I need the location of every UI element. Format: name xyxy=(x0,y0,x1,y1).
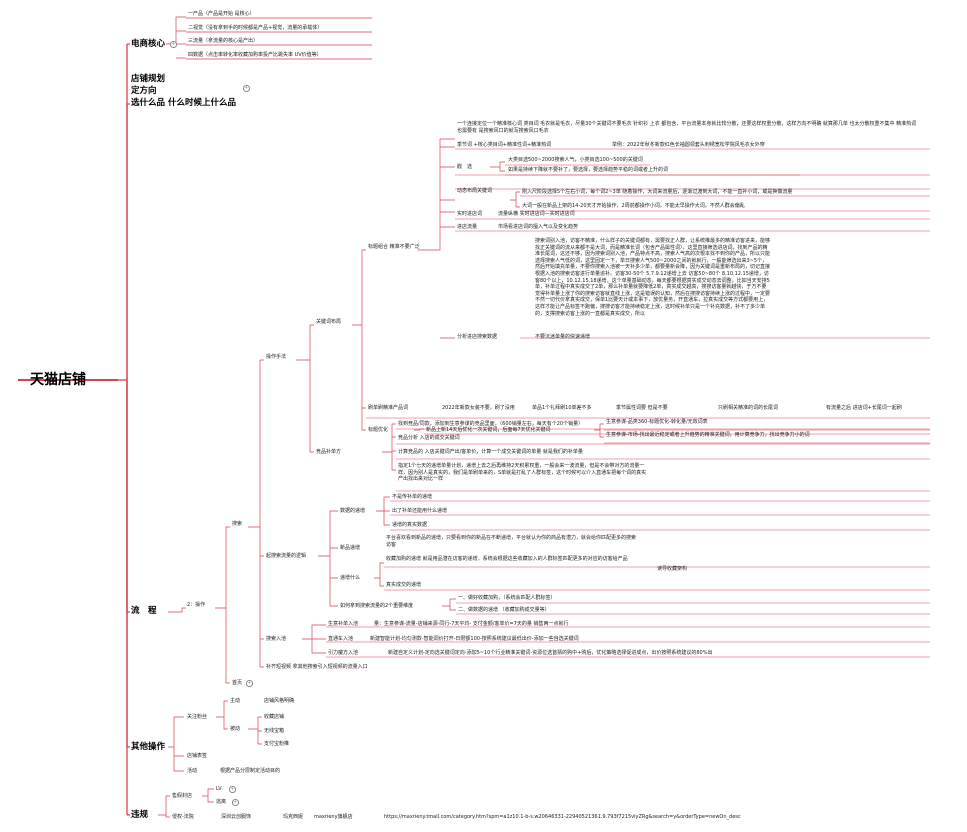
flow-new-inc-note[interactable]: 平台喜欢看到新品的递增，只要看到你的新品在不断递增，平台就认为你的商品有潜力，就… xyxy=(386,535,637,548)
flow-daily-label[interactable]: 戳 选 xyxy=(457,164,473,170)
expand-toggle-icon[interactable]: + xyxy=(246,680,253,687)
other-passive[interactable]: 被动 xyxy=(230,726,241,732)
flow-split-1[interactable]: 2022年新款女装不要，刷了没用 xyxy=(442,405,515,411)
flow-data-inc[interactable]: 数据的递增 xyxy=(340,508,366,514)
core-item-4[interactable]: 四数据（点击率转化率收藏加购率投产比跳失率 UV价值等） xyxy=(188,52,322,58)
flow-analysis[interactable]: 分析进店搜索数据 xyxy=(457,334,498,340)
flow-inc-what[interactable]: 递增什么 xyxy=(340,575,361,581)
flow-visitor-note[interactable]: 市场看进店词的擅入气以及变化趋势 xyxy=(498,224,579,230)
branch-shop-planning-3[interactable]: 选什么品 什么时候上什么品 xyxy=(131,98,236,108)
flow-video[interactable]: 补齐短视频 拿其他搜索引入短视频的流量入口 xyxy=(266,664,368,670)
expand-toggle-icon[interactable]: + xyxy=(243,85,250,92)
branch-shop-planning-2[interactable]: 定方向 xyxy=(131,86,157,96)
other-active[interactable]: 主动 xyxy=(230,698,241,704)
flow-inc-real[interactable]: 真实成交的递增 xyxy=(386,582,422,588)
vio-url[interactable]: https://maxrieny.tmall.com/category.htm?… xyxy=(384,814,741,820)
flow-visitor[interactable]: 进店流量 xyxy=(457,224,478,230)
other-active-item[interactable]: 店铺风格明确 xyxy=(264,698,295,704)
core-item-1[interactable]: 一产品（产品是开始 是核心） xyxy=(188,11,255,17)
flow-search-logic[interactable]: 起搜索流量的逻辑 xyxy=(266,553,307,559)
flow-dynamic[interactable]: 动态布局关键词 xyxy=(457,188,493,194)
flow-home[interactable]: 首页 xyxy=(232,680,243,686)
flow-search-entry-note[interactable]: 量：生意参谋-流量-店铺来源-同行-7天平均- 支付金额/客单价=7天的量 销售… xyxy=(374,621,569,627)
flow-title-opt-2[interactable]: 生意参谋-市场-找出最近稳定或者上升趋势的精准关键词，用计算竞争力，找出竞争力小… xyxy=(606,432,810,438)
branch-process[interactable]: 流 程 xyxy=(131,606,157,616)
core-item-2[interactable]: 二视觉（没有拿到手的时候都是产品+视觉，流量的承载体） xyxy=(188,25,323,31)
branch-violation[interactable]: 违规 xyxy=(131,810,149,820)
expand-toggle-icon[interactable]: + xyxy=(232,799,239,806)
flow-skills[interactable]: 操作手法 xyxy=(266,354,287,360)
other-passive-3[interactable]: 支付宝粉推 xyxy=(264,741,290,747)
flow-compete-1[interactable]: 找到竞品/同款，添加到生意参谋的竞品里面，（600销量左右，每天有个20个销量） xyxy=(398,421,584,427)
flow-inc-what-side[interactable]: 读导收藏架构 xyxy=(657,566,688,572)
core-item-3[interactable]: 三流量（拿流量的核心是产出） xyxy=(188,38,259,44)
flow-split-5[interactable]: 有流量之后 进店词+长尾词一起刷 xyxy=(826,405,902,411)
other-event[interactable]: 活动 xyxy=(187,768,198,774)
flow-ztc-entry[interactable]: 直通车入池 xyxy=(328,636,354,642)
root-node[interactable]: 天猫店铺 xyxy=(30,372,86,388)
flow-intro[interactable]: 一个连接定位一个精准核心词 类目词 毛衣就是毛衣，尽量30个关键词不要毛衣 针织… xyxy=(457,121,917,134)
flow-compete[interactable]: 竞品补单方 xyxy=(316,449,342,455)
flow-split-label[interactable]: 刷单刷精准产品词 xyxy=(368,405,409,411)
flow-season-example[interactable]: 举例：2022年秋冬新款红色长袖圆领套头刺绣宽松学院风毛衣女外穿 xyxy=(612,142,765,148)
flow-ztc-entry-note[interactable]: 新建智能计划-均匀测款-智能调价打开-日限额100-按照系统建议最低出价-添加一… xyxy=(370,636,579,642)
vio-rights[interactable]: 侵权-法院 xyxy=(172,814,194,820)
flow-realtime-note[interactable]: 流量纵横 实时进店词—实时进店词 xyxy=(498,211,575,217)
other-event-note[interactable]: 根据产品分层制定活动目的 xyxy=(220,768,281,774)
flow-compete-3[interactable]: 计算竞品的 入店关键词产出/客单价，计算一个成交关键词的单量 就是我们的补单量 xyxy=(398,449,583,455)
flow-keyword-layout[interactable]: 关键词布局 xyxy=(316,319,342,325)
flow-split-3[interactable]: 季节属性词要 但是不要 xyxy=(616,405,668,411)
flow-search-entry[interactable]: 搜索入池 xyxy=(266,636,287,642)
flow-paragraph[interactable]: 搜索词别入池，访客不精准，什么样子的关键词都有，需要找正人群，让系统推最多的精准… xyxy=(535,238,771,317)
flow-realtime[interactable]: 实时进店词 xyxy=(457,211,483,217)
flow-operation[interactable]: 2：操作 xyxy=(187,602,206,608)
branch-ecommerce-core[interactable]: 电商核心 xyxy=(131,39,166,49)
flow-how-inc[interactable]: 如何拿到搜索流量的2个重要维度 xyxy=(340,603,414,609)
vio-hidden[interactable]: 逃离 xyxy=(216,799,227,805)
flow-title-opt-1[interactable]: 生意参谋-品类360-标题优化-转化量/无效词表 xyxy=(606,419,708,425)
flow-data-inc-3[interactable]: 递增的真实数据 xyxy=(392,522,428,528)
flow-analysis-note[interactable]: 不要沉迷单量的快速递增 xyxy=(535,334,591,340)
flow-how-inc-2[interactable]: 二、做数据的递增 （收藏加购成交量等） xyxy=(458,607,550,613)
branch-other-ops[interactable]: 其他操作 xyxy=(131,742,166,752)
flow-dynamic-2[interactable]: 大词一般在新品上架的14-20天才开始操作，2周前都操作小词，不能太早操作大词，… xyxy=(522,203,745,209)
other-passive-1[interactable]: 收藏店铺 xyxy=(264,714,285,720)
flow-season-words[interactable]: 季节词 +核心类目词+精准性词+精准热词 xyxy=(457,142,552,148)
expand-toggle-icon[interactable]: + xyxy=(170,41,177,48)
flow-title-opt-note[interactable]: 新品上新14天后优化一次关键词，后面每7天优化关键词 xyxy=(426,427,551,433)
flow-yinli-note[interactable]: 新建自定义计划-定向选关键词定向-添加5~10个行业精准关键词-资源位选首猜的购… xyxy=(388,650,713,656)
vio-shenzhen[interactable]: 深圳云创服饰 xyxy=(221,814,252,820)
expand-toggle-icon[interactable]: + xyxy=(229,786,236,793)
vio-lv[interactable]: LV xyxy=(216,786,222,792)
flow-inc-what-note[interactable]: 收藏加购的递增 就是用品潜在访客的递增，系统会根据这些收藏加入的人群标签匹配更多… xyxy=(386,556,628,562)
flow-daily-2[interactable]: 如果是持续下降就不要补了，要选择，要选择趋势平稳的词或者上升的词 xyxy=(508,167,669,173)
other-shop-tag[interactable]: 店铺表签 xyxy=(187,753,208,759)
flow-search-entry-label[interactable]: 生意补单入池 xyxy=(328,621,359,627)
flow-new-inc[interactable]: 新品递增 xyxy=(340,545,361,551)
flow-title-opt[interactable]: 标题优化 xyxy=(368,427,389,433)
flow-daily-1[interactable]: 大类目选500~2000搜索人气，小类目选100~500的关键词 xyxy=(508,157,643,163)
other-passive-2[interactable]: 无线宝箱 xyxy=(264,728,285,734)
vio-mx-shop[interactable]: maxrieny旗舰店 xyxy=(314,814,353,820)
flow-split-4[interactable]: 只刷相关精准的词的长尾词 xyxy=(718,405,779,411)
flow-title-combo[interactable]: 标题组合 精准不要广泛 xyxy=(368,244,420,250)
flow-search[interactable]: 搜索 xyxy=(232,521,243,527)
flow-data-inc-1[interactable]: 不是传补单的递增 xyxy=(392,494,433,500)
flow-how-inc-1[interactable]: 一、做好收藏加购，（系统会匹配人群标签） xyxy=(458,595,556,601)
flow-dynamic-1[interactable]: 刚入尺阶段选择5个左右小词，每个词2~3单 随着操作，大词来流量后，逐渐过渡到大… xyxy=(522,189,793,195)
flow-compete-2[interactable]: 竞品分析 入店的成交关键词 xyxy=(398,435,460,441)
flow-compete-para[interactable]: 指定1个七天的递增单量计划，递增上去之后再维持2天积累权重，一般会来一波流量，但… xyxy=(398,463,647,483)
flow-split-2[interactable]: 单品1个礼拜刷10单差不多 xyxy=(532,405,592,411)
flow-data-inc-2[interactable]: 出了补单还能用什么递增 xyxy=(392,508,448,514)
vio-mx-label[interactable]: 玛克西妮 xyxy=(283,814,304,820)
flow-yinli[interactable]: 引力魔方入池 xyxy=(328,650,359,656)
branch-shop-planning-1[interactable]: 店铺规划 xyxy=(131,74,166,84)
other-follow[interactable]: 关注粉丝 xyxy=(187,714,208,720)
vio-sales-hidden[interactable]: 售假封店 xyxy=(172,793,193,799)
